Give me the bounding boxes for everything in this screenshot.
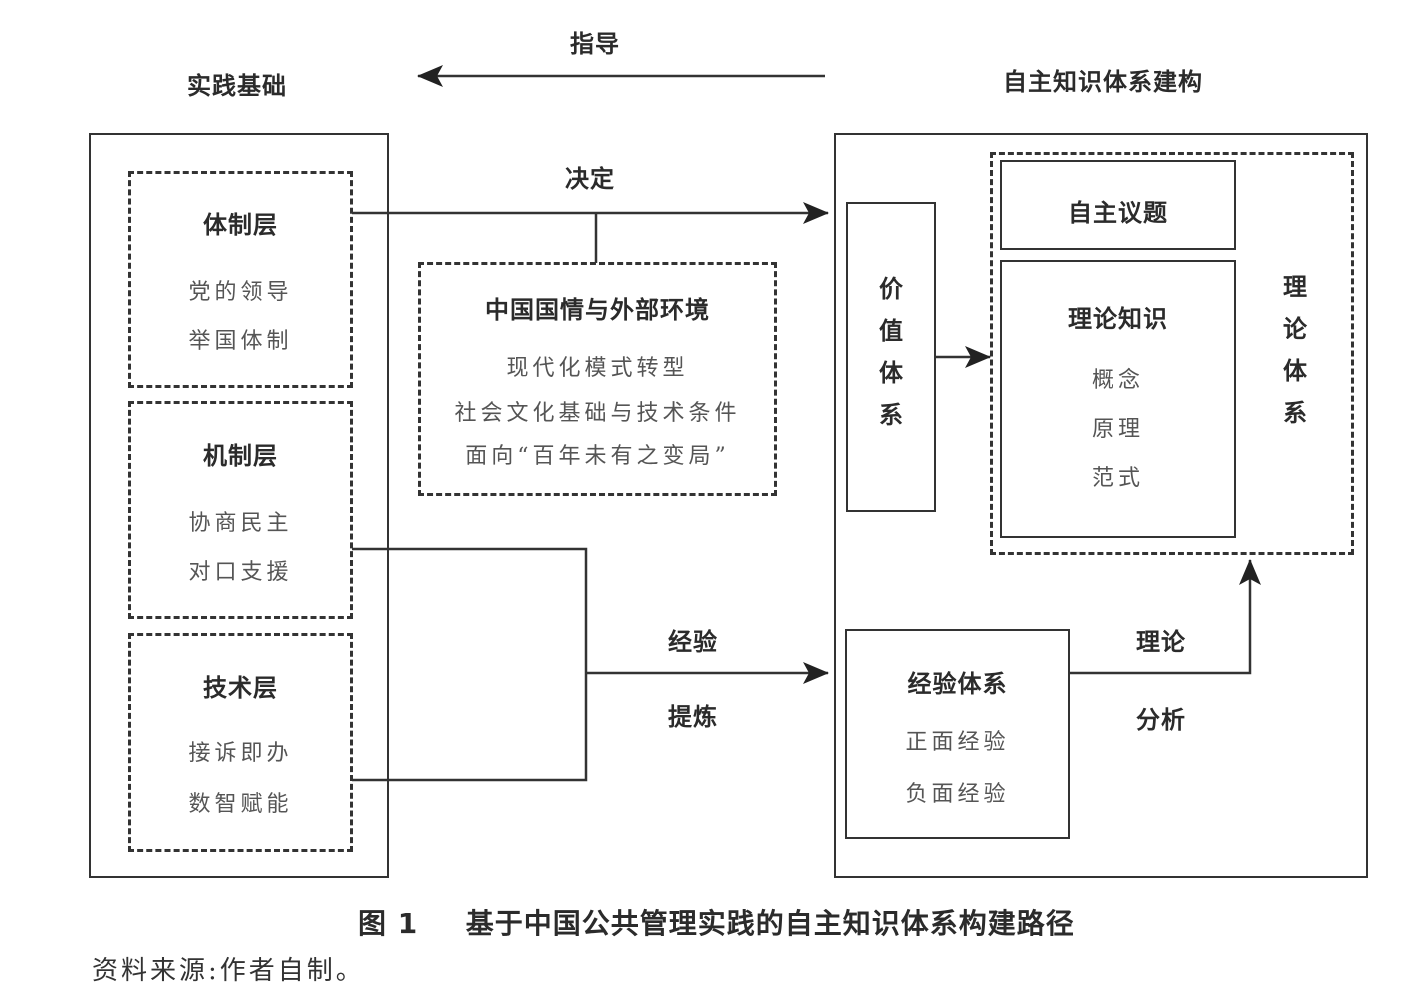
technology-layer-title: 技术层 [203,674,278,702]
theory-knowledge-title: 理论知识 [1068,305,1168,333]
context-box-item: 现代化模式转型 [506,356,689,381]
institution-layer-item: 党的领导 [188,280,293,305]
mechanism-layer-title: 机制层 [203,442,278,470]
experience-label-top: 经验 [668,628,718,656]
figure-title: 基于中国公共管理实践的自主知识体系构建路径 [465,907,1075,940]
context-box-item: 社会文化基础与技术条件 [454,401,741,426]
analysis-label-bottom: 分析 [1136,706,1186,734]
guide-label: 指导 [570,30,620,58]
experience-system-item: 负面经验 [905,782,1010,807]
experience-system-item: 正面经验 [905,730,1010,755]
analysis-arrow [1069,559,1261,675]
theory-knowledge-item: 原理 [1091,417,1144,442]
mechanism-layer-item: 协商民主 [188,511,293,536]
figure-number: 图 1 [358,907,419,940]
autonomous-topics-label: 自主议题 [1068,199,1168,227]
experience-bracket [352,547,588,782]
experience-system-title: 经验体系 [907,670,1008,698]
institution-layer-item: 举国体制 [188,329,293,354]
technology-layer-item: 数智赋能 [188,792,293,817]
experience-label-bottom: 提炼 [668,703,718,731]
value-system-label: 价值体系 [879,275,903,429]
context-box-title: 中国国情与外部环境 [485,296,710,324]
theory-knowledge-box [1000,260,1236,538]
mechanism-layer-item: 对口支援 [188,560,293,585]
figure-source: 资料来源:作者自制。 [92,956,365,986]
autonomous-topics-box [1000,160,1236,250]
knowledge-construction-title: 自主知识体系建构 [1003,68,1203,96]
institution-layer-title: 体制层 [203,211,278,239]
theory-system-label: 理论体系 [1283,273,1307,427]
institution-layer-box [128,171,353,388]
knowledge-construction-panel [834,133,1368,878]
theory-knowledge-item: 概念 [1091,368,1144,393]
practice-foundation-panel [89,133,389,878]
technology-layer-item: 接诉即办 [188,741,293,766]
context-box [418,262,777,496]
figure-caption: 图 1 基于中国公共管理实践的自主知识体系构建路径 [358,902,1075,942]
context-box-item: 面向“百年未有之变局” [465,444,730,469]
technology-layer-box [128,633,353,852]
experience-system-box [845,629,1070,839]
value-system-box [846,202,936,512]
theory-system-box [990,152,1354,555]
analysis-label-top: 理论 [1136,628,1186,656]
theory-knowledge-item: 范式 [1091,466,1144,491]
mechanism-layer-box [128,401,353,619]
practice-foundation-title: 实践基础 [187,72,287,100]
decide-label: 决定 [565,165,615,193]
